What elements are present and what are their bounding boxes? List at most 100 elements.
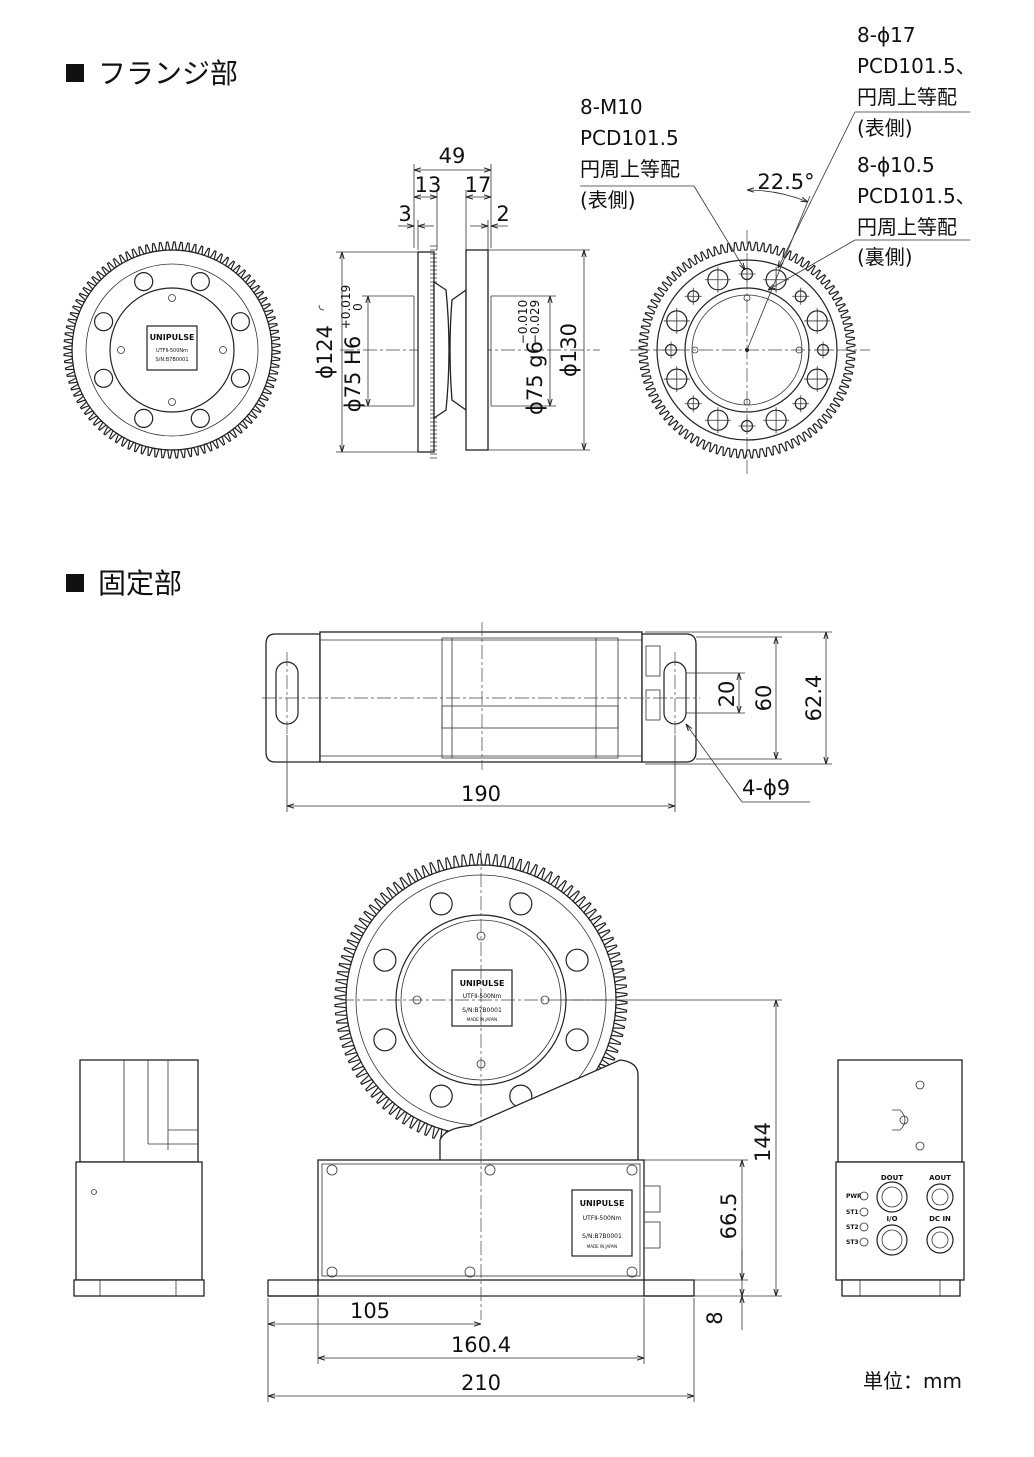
hole-crosshair bbox=[792, 395, 810, 413]
tol-h6-lower: 0 bbox=[351, 303, 365, 311]
led-icon bbox=[859, 1222, 869, 1232]
dim-66-5: 66.5 bbox=[717, 1193, 741, 1240]
tol-g6-lower: −0.029 bbox=[528, 300, 542, 344]
dim-8: 8 bbox=[703, 1311, 727, 1324]
made-in-label: MADE IN JAPAN bbox=[587, 1244, 617, 1249]
fixed-top-view: 190 20 60 62.4 4-ϕ9 bbox=[262, 622, 832, 812]
hole-crosshair bbox=[804, 307, 831, 334]
callout-line: (裏側) bbox=[857, 245, 913, 269]
io-label: I/O bbox=[886, 1215, 897, 1223]
hole-crosshair bbox=[704, 266, 731, 293]
hole-crosshair bbox=[792, 287, 810, 305]
section-title-flange: フランジ部 bbox=[66, 52, 238, 92]
bolt-hole bbox=[230, 312, 250, 332]
bolt-hole bbox=[134, 408, 154, 428]
dcin-label: DC IN bbox=[929, 1215, 951, 1223]
model-label: UTFⅡ-500Nm bbox=[156, 348, 188, 354]
dout-label: DOUT bbox=[881, 1174, 903, 1182]
flange-rear-view: 22.5° bbox=[580, 111, 970, 475]
square-bullet-icon bbox=[66, 64, 84, 82]
dim-60: 60 bbox=[752, 685, 776, 712]
dim-210: 210 bbox=[461, 1371, 501, 1395]
brand-label: UNIPULSE bbox=[460, 979, 505, 988]
dim-phi75-g6: ϕ75 g6 bbox=[523, 341, 547, 415]
model-label: UTFⅡ-500Nm bbox=[583, 1215, 622, 1222]
dim-phi75-h6: ϕ75 H6 bbox=[341, 336, 365, 412]
callout-line: (表側) bbox=[580, 188, 636, 212]
callout-8-phi17: 8-ϕ17 PCD101.5、 円周上等配 (表側) bbox=[857, 23, 976, 140]
callout-line: PCD101.5、 bbox=[857, 184, 976, 208]
hole-crosshair bbox=[663, 366, 690, 393]
brand-label: UNIPULSE bbox=[580, 1199, 625, 1208]
dim-3: 3 bbox=[398, 202, 411, 226]
dim-190: 190 bbox=[461, 782, 501, 806]
hole-crosshair bbox=[704, 407, 731, 434]
bolt-hole bbox=[93, 312, 114, 332]
bolt-hole bbox=[373, 1028, 397, 1052]
callout-line: 8-ϕ10.5 bbox=[857, 153, 935, 177]
callout-line: 円周上等配 bbox=[857, 215, 957, 239]
dim-144: 144 bbox=[751, 1122, 775, 1162]
callout-line: PCD101.5、 bbox=[857, 54, 976, 78]
dcin-connector-icon bbox=[926, 1226, 954, 1254]
hole-crosshair bbox=[763, 407, 790, 434]
callout-line: 8-M10 bbox=[580, 95, 643, 119]
square-bullet-icon bbox=[66, 574, 84, 592]
dim-17: 17 bbox=[465, 173, 492, 197]
left-side-view bbox=[73, 1059, 205, 1297]
right-side-view: DOUT AOUT I/O DC IN PWR ST1 ST2 ST3 bbox=[835, 1059, 965, 1297]
dim-phi124: ϕ124 bbox=[313, 325, 337, 379]
callout-8-m10: 8-M10 PCD101.5 円周上等配 (表側) bbox=[580, 95, 680, 212]
made-in-label: MADE IN JAPAN bbox=[467, 1017, 497, 1022]
hole-crosshair bbox=[684, 395, 702, 413]
brand-label: UNIPULSE bbox=[150, 333, 195, 342]
bolt-hole bbox=[93, 368, 114, 388]
dim-160-4: 160.4 bbox=[451, 1333, 511, 1357]
bolt-hole bbox=[565, 948, 589, 972]
io-connector-icon bbox=[876, 1224, 908, 1256]
flange-title-text: フランジ部 bbox=[98, 57, 239, 90]
dim-62-4: 62.4 bbox=[802, 675, 826, 722]
callout-line: 円周上等配 bbox=[857, 85, 957, 109]
section-title-fixed: 固定部 bbox=[66, 562, 182, 602]
hole-crosshair bbox=[663, 307, 690, 334]
bolt-hole bbox=[134, 272, 154, 292]
callout-line: (表側) bbox=[857, 116, 913, 140]
fixed-front-view: UNIPULSE UTFⅡ-500Nm S/N:B7B0001 MADE IN … bbox=[267, 850, 782, 1402]
bolt-hole bbox=[190, 272, 210, 292]
bolt-hole bbox=[429, 1084, 453, 1108]
aout-connector-icon bbox=[926, 1183, 954, 1211]
unit-note: 単位：mm bbox=[863, 1369, 962, 1393]
callout-line: 8-ϕ17 bbox=[857, 23, 916, 47]
bolt-hole bbox=[190, 408, 210, 428]
serial-label: S/N:B7B0001 bbox=[155, 357, 188, 363]
callout-line: 円周上等配 bbox=[580, 157, 680, 181]
aout-label: AOUT bbox=[929, 1174, 951, 1182]
callout-8-phi10-5: 8-ϕ10.5 PCD101.5、 円周上等配 (裏側) bbox=[857, 153, 976, 269]
bolt-hole bbox=[565, 1028, 589, 1052]
model-label: UTFⅡ-500Nm bbox=[463, 993, 502, 1000]
hole-crosshair bbox=[684, 287, 702, 305]
dim-4-phi9: 4-ϕ9 bbox=[742, 776, 790, 800]
dim-20: 20 bbox=[715, 681, 739, 708]
fixed-title-text: 固定部 bbox=[98, 567, 183, 600]
flange-front-view: UNIPULSE UTFⅡ-500Nm S/N:B7B0001 bbox=[63, 241, 281, 459]
st1-label: ST1 bbox=[846, 1209, 859, 1216]
bolt-hole bbox=[509, 892, 533, 916]
dim-105: 105 bbox=[350, 1299, 390, 1323]
st2-label: ST2 bbox=[846, 1224, 859, 1231]
tol-g6-upper: −0.010 bbox=[516, 300, 530, 344]
dim-phi130: ϕ130 bbox=[557, 323, 581, 377]
pwr-label: PWR bbox=[846, 1193, 862, 1200]
bolt-hole bbox=[230, 368, 250, 388]
dim-2: 2 bbox=[496, 202, 509, 226]
bolt-hole bbox=[429, 892, 453, 916]
bolt-hole bbox=[373, 948, 397, 972]
dim-angle-22-5: 22.5° bbox=[757, 170, 814, 194]
serial-label: S/N:B7B0001 bbox=[462, 1007, 502, 1014]
st3-label: ST3 bbox=[846, 1239, 859, 1246]
serial-label: S/N:B7B0001 bbox=[582, 1233, 622, 1240]
led-icon bbox=[859, 1191, 869, 1201]
callout-line: PCD101.5 bbox=[580, 126, 679, 150]
